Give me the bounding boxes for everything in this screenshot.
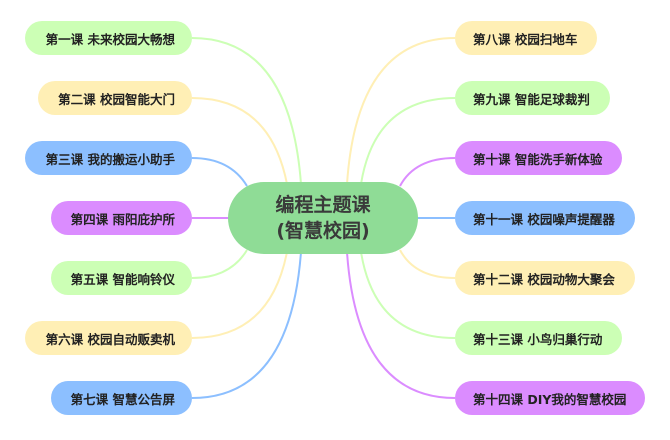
- link-lesson-7: [191, 251, 302, 399]
- lesson-node-4[interactable]: 第四课 雨阳庇护所: [51, 201, 192, 235]
- link-lesson-8: [346, 37, 456, 185]
- lesson-node-12[interactable]: 第十二课 校园动物大聚会: [455, 261, 635, 295]
- lesson-node-3[interactable]: 第三课 我的搬运小助手: [25, 141, 192, 175]
- lesson-node-9[interactable]: 第九课 智能足球裁判: [455, 81, 610, 115]
- lesson-node-14[interactable]: 第十四课 DIY我的智慧校园: [455, 381, 645, 415]
- lesson-node-2[interactable]: 第二课 校园智能大门: [38, 81, 192, 115]
- lesson-node-13[interactable]: 第十三课 小鸟归巢行动: [455, 321, 622, 355]
- link-lesson-5: [191, 249, 248, 279]
- lesson-node-11[interactable]: 第十一课 校园噪声提醒器: [455, 201, 635, 235]
- central-topic[interactable]: 编程主题课 (智慧校园): [228, 182, 418, 254]
- lesson-node-10[interactable]: 第十课 智能洗手新体验: [455, 141, 622, 175]
- link-lesson-10: [399, 157, 456, 187]
- link-lesson-6: [191, 251, 288, 339]
- link-lesson-2: [191, 97, 288, 185]
- lesson-node-8[interactable]: 第八课 校园扫地车: [455, 21, 597, 55]
- link-lesson-12: [399, 249, 456, 279]
- lesson-node-1[interactable]: 第一课 未来校园大畅想: [25, 21, 192, 55]
- lesson-node-6[interactable]: 第六课 校园自动贩卖机: [25, 321, 192, 355]
- link-lesson-1: [191, 37, 302, 185]
- central-topic-title: 编程主题课: [275, 194, 371, 216]
- central-topic-subtitle: (智慧校园): [276, 220, 370, 242]
- link-lesson-13: [360, 251, 456, 339]
- link-lesson-14: [346, 251, 456, 399]
- lesson-node-5[interactable]: 第五课 智能响铃仪: [51, 261, 192, 295]
- lesson-node-7[interactable]: 第七课 智慧公告屏: [51, 381, 192, 415]
- link-lesson-9: [360, 97, 456, 185]
- link-lesson-3: [191, 157, 248, 187]
